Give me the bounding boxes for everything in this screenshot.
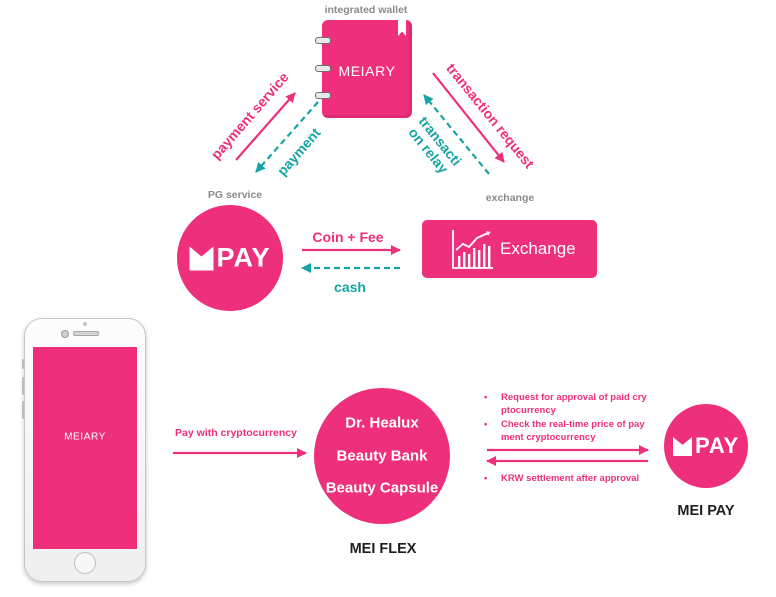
note-line: Request for approval of paid cry	[501, 392, 647, 403]
phone-sensor	[61, 330, 69, 338]
pg-service-label: PG service	[207, 189, 263, 201]
transaction-request-arrow	[432, 72, 505, 163]
wallet-logo: MEIARY	[338, 63, 396, 79]
mei-flex-caption: MEI FLEX	[349, 541, 417, 557]
notebook-icon: MEIARY	[315, 20, 412, 118]
integrated-wallet-label: integrated wallet	[324, 4, 408, 16]
bullet: •	[484, 419, 488, 430]
mei-flex-item: Beauty Capsule	[325, 479, 439, 497]
notebook-ring	[315, 65, 331, 72]
note-line: ptocurrency	[501, 405, 556, 416]
cash-label: cash	[334, 279, 366, 295]
bullet: •	[484, 392, 488, 403]
m-logo-mark-icon	[673, 436, 693, 456]
pay-logo-text: PAY	[216, 242, 271, 273]
home-button	[74, 552, 96, 574]
growth-chart-icon	[452, 230, 493, 269]
phone-screen-logo: MEIARY	[64, 431, 106, 443]
mei-flex-circle: Dr. Healux Beauty Bank Beauty Capsule	[314, 388, 450, 524]
payment-return-arrow	[255, 101, 319, 173]
notebook-ring	[315, 37, 331, 44]
mpay-logo: PAY	[189, 243, 270, 274]
mei-pay-caption: MEI PAY	[677, 503, 735, 519]
coin-fee-label: Coin + Fee	[312, 229, 384, 245]
mpay-logo: PAY	[673, 433, 739, 459]
mei-flex-item: Beauty Bank	[336, 446, 428, 464]
smartphone: MEIARY	[22, 318, 146, 582]
phone-side-button	[22, 401, 24, 419]
note-line: KRW settlement after approval	[501, 473, 640, 484]
m-logo-mark-icon	[189, 246, 214, 270]
phone-speaker	[73, 331, 99, 336]
exchange-label: exchange	[485, 192, 535, 204]
pay-with-crypto-label: Pay with cryptocurrency	[175, 427, 297, 439]
exchange-box: Exchange	[422, 220, 597, 278]
exchange-name: Exchange	[500, 239, 576, 258]
phone-side-button	[22, 377, 24, 395]
phone-camera	[83, 322, 87, 326]
notebook-ring	[315, 92, 331, 99]
mei-flex-services: Dr. Healux Beauty Bank Beauty Capsule	[326, 407, 439, 505]
note-line: Check the real-time price of pay	[501, 419, 645, 430]
bullet: •	[484, 473, 488, 484]
transaction-relay-arrow	[423, 94, 490, 175]
pg-service-circle: PAY	[177, 205, 283, 311]
phone-screen: MEIARY	[33, 347, 137, 549]
note-line: ment cryptocurrency	[501, 432, 596, 443]
payment-service-arrow	[235, 92, 296, 161]
pay-logo-text: PAY	[695, 433, 739, 458]
bookmark-ribbon	[398, 20, 406, 36]
mei-flex-item: Dr. Healux	[345, 414, 419, 432]
mei-pay-circle: PAY	[664, 404, 748, 488]
phone-side-button	[22, 359, 24, 369]
